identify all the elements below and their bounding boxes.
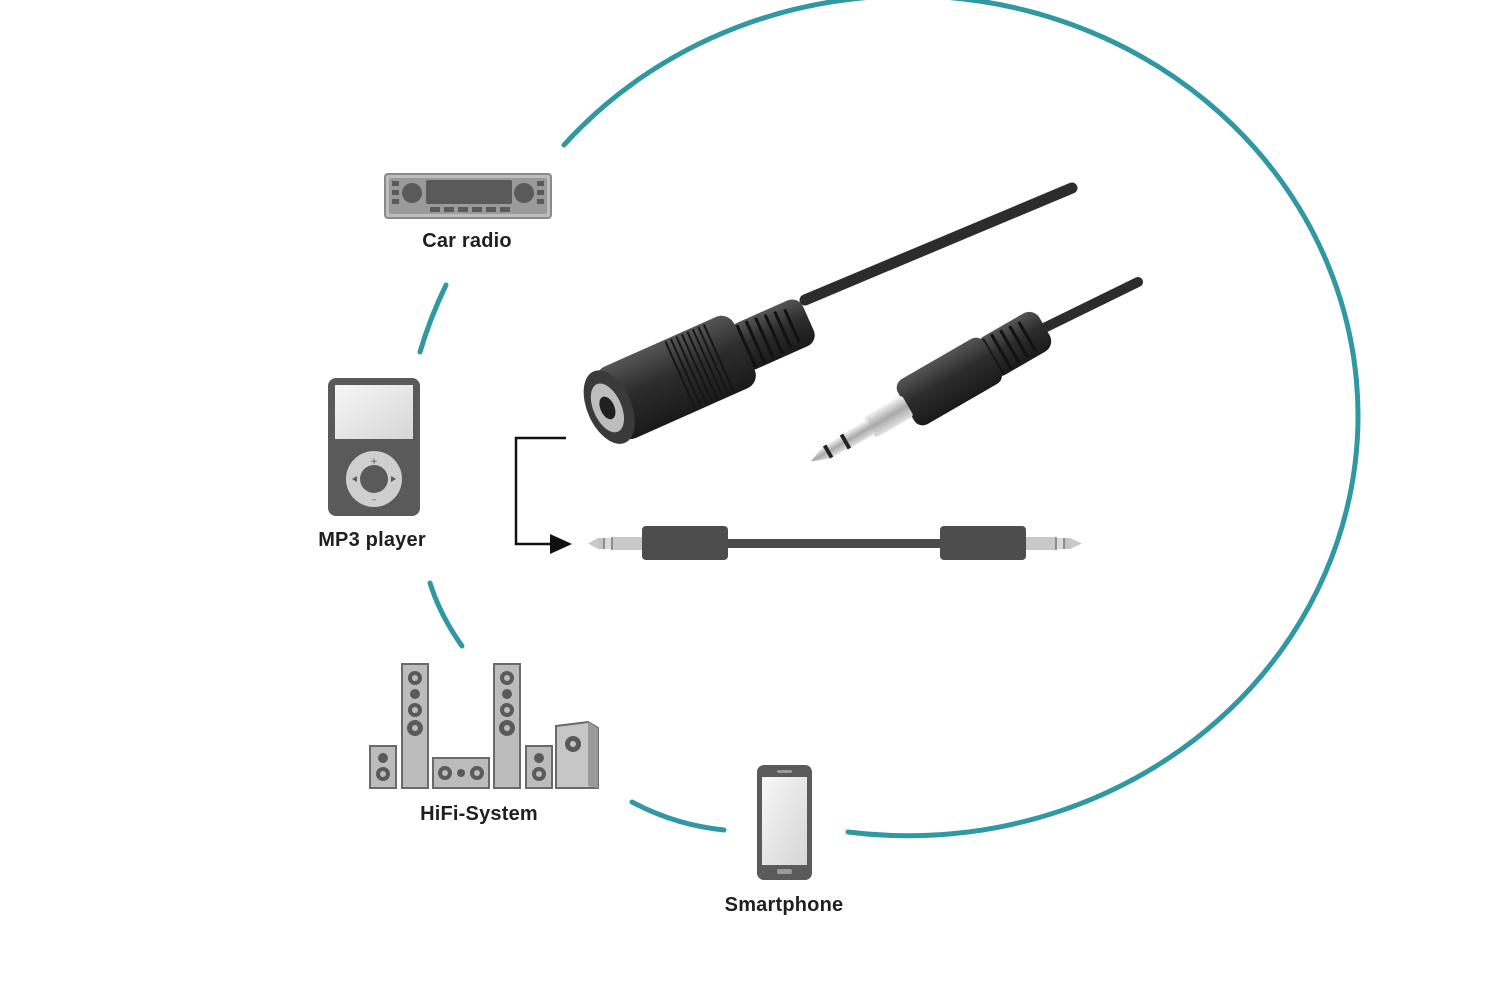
smartphone-label: Smartphone <box>724 894 844 916</box>
hifi-system-label: HiFi-System <box>420 803 538 825</box>
male-plug-connector <box>810 311 1052 462</box>
car-radio-label: Car radio <box>422 230 512 252</box>
hifi-system-icon <box>369 663 599 789</box>
smartphone-icon <box>757 765 812 880</box>
cable-wire-female <box>799 182 1078 306</box>
mp3-player-icon: + – <box>328 378 420 516</box>
connection-arrow <box>514 436 572 554</box>
schematic-cable <box>588 526 1082 560</box>
ring-arc-left-lower <box>427 580 465 649</box>
cable-wire-male <box>1035 277 1143 335</box>
ring-arc-main <box>561 0 1361 839</box>
svg-text:+: + <box>370 457 378 467</box>
female-jack-connector <box>583 299 815 444</box>
ring-arc-bottom <box>629 799 727 833</box>
svg-text:–: – <box>372 495 377 505</box>
ring-arc-left-upper <box>417 282 449 355</box>
connection-ring <box>417 0 1361 839</box>
extension-cable-photo <box>583 182 1143 462</box>
mp3-player-label: MP3 player <box>318 529 426 551</box>
car-radio-icon <box>384 173 552 219</box>
